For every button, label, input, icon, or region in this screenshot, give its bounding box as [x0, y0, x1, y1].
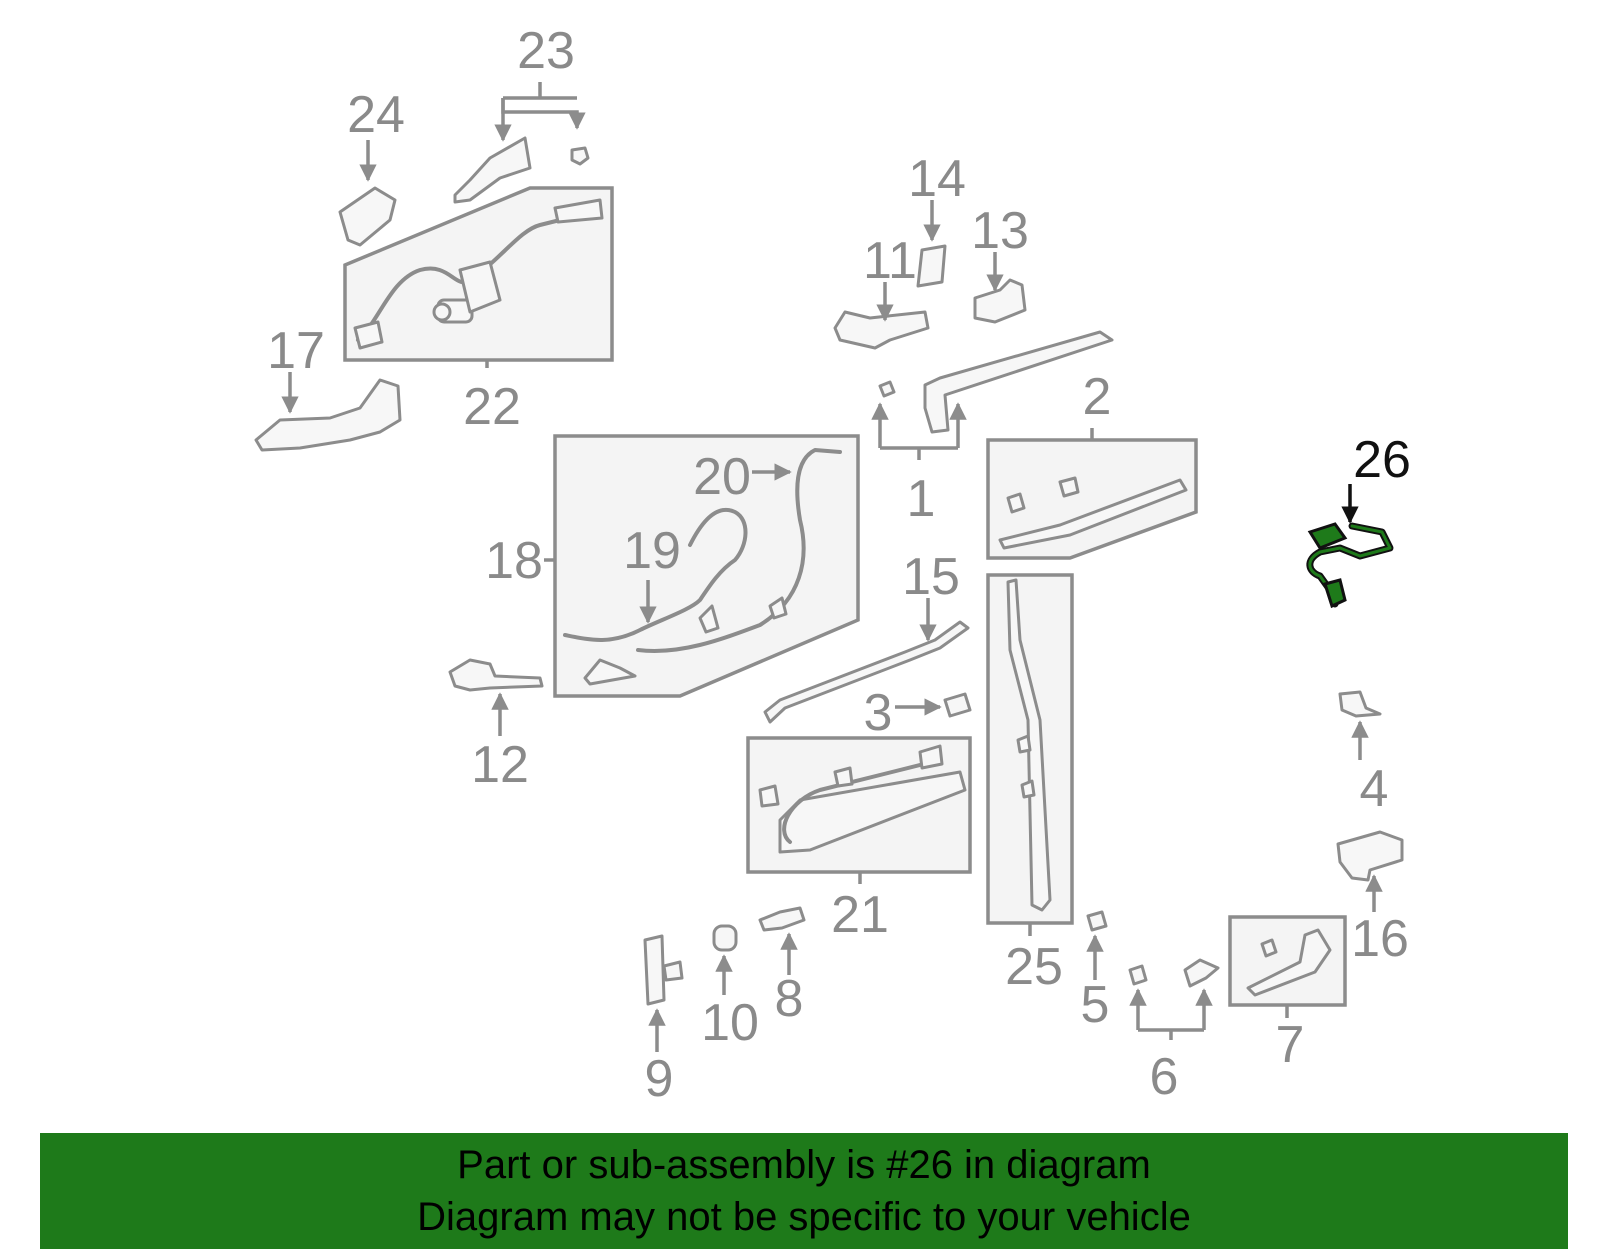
- part-10: [712, 924, 738, 995]
- label-20: 20: [693, 448, 751, 506]
- part-1: [871, 330, 1114, 460]
- label-19: 19: [623, 522, 681, 580]
- part-9: [643, 934, 684, 1052]
- part-16: [1336, 830, 1404, 912]
- label-12: 12: [471, 736, 529, 794]
- label-3: 3: [864, 684, 893, 742]
- label-4: 4: [1360, 760, 1389, 818]
- label-10: 10: [701, 994, 759, 1052]
- part-12: [448, 658, 544, 736]
- part-group-21: [746, 736, 972, 884]
- part-14: [916, 200, 947, 288]
- part-15: [763, 598, 970, 724]
- label-5: 5: [1081, 976, 1110, 1034]
- assembly-box-18: [553, 434, 860, 698]
- label-8: 8: [775, 970, 804, 1028]
- label-23: 23: [517, 22, 575, 80]
- label-6: 6: [1150, 1048, 1179, 1106]
- label-21: 21: [831, 886, 889, 944]
- part-3: [895, 692, 972, 718]
- label-2: 2: [1083, 368, 1112, 426]
- label-18: 18: [485, 532, 543, 590]
- label-13: 13: [971, 202, 1029, 260]
- label-9: 9: [645, 1050, 674, 1108]
- part-group-22: [343, 186, 614, 368]
- part-6: [1128, 958, 1220, 1040]
- part-group-7: [1228, 915, 1347, 1018]
- part-24: [338, 140, 397, 247]
- assembly-box-7: [1228, 915, 1347, 1007]
- part-26[interactable]: [1306, 484, 1394, 609]
- label-26[interactable]: 26: [1353, 431, 1411, 489]
- part-17: [254, 372, 402, 452]
- label-15: 15: [902, 548, 960, 606]
- label-14: 14: [908, 150, 966, 208]
- label-22: 22: [463, 378, 521, 436]
- label-17: 17: [267, 322, 325, 380]
- label-11: 11: [863, 232, 917, 290]
- banner-line-1: Part or sub-assembly is #26 in diagram: [457, 1143, 1151, 1187]
- label-1: 1: [907, 470, 936, 528]
- part-5: [1086, 910, 1108, 980]
- label-25: 25: [1005, 938, 1063, 996]
- part-11: [833, 282, 930, 350]
- label-7: 7: [1276, 1016, 1305, 1074]
- label-16: 16: [1351, 910, 1409, 968]
- part-group-18: [544, 434, 860, 698]
- info-banner: Part or sub-assembly is #26 in diagram D…: [40, 1133, 1568, 1249]
- banner-line-2: Diagram may not be specific to your vehi…: [417, 1195, 1191, 1239]
- part-23: [453, 82, 590, 204]
- part-group-2: [986, 428, 1198, 560]
- part-8: [758, 906, 806, 975]
- part-13: [973, 252, 1027, 324]
- part-4: [1338, 690, 1382, 760]
- label-24: 24: [347, 86, 405, 144]
- part-group-25: [986, 573, 1074, 936]
